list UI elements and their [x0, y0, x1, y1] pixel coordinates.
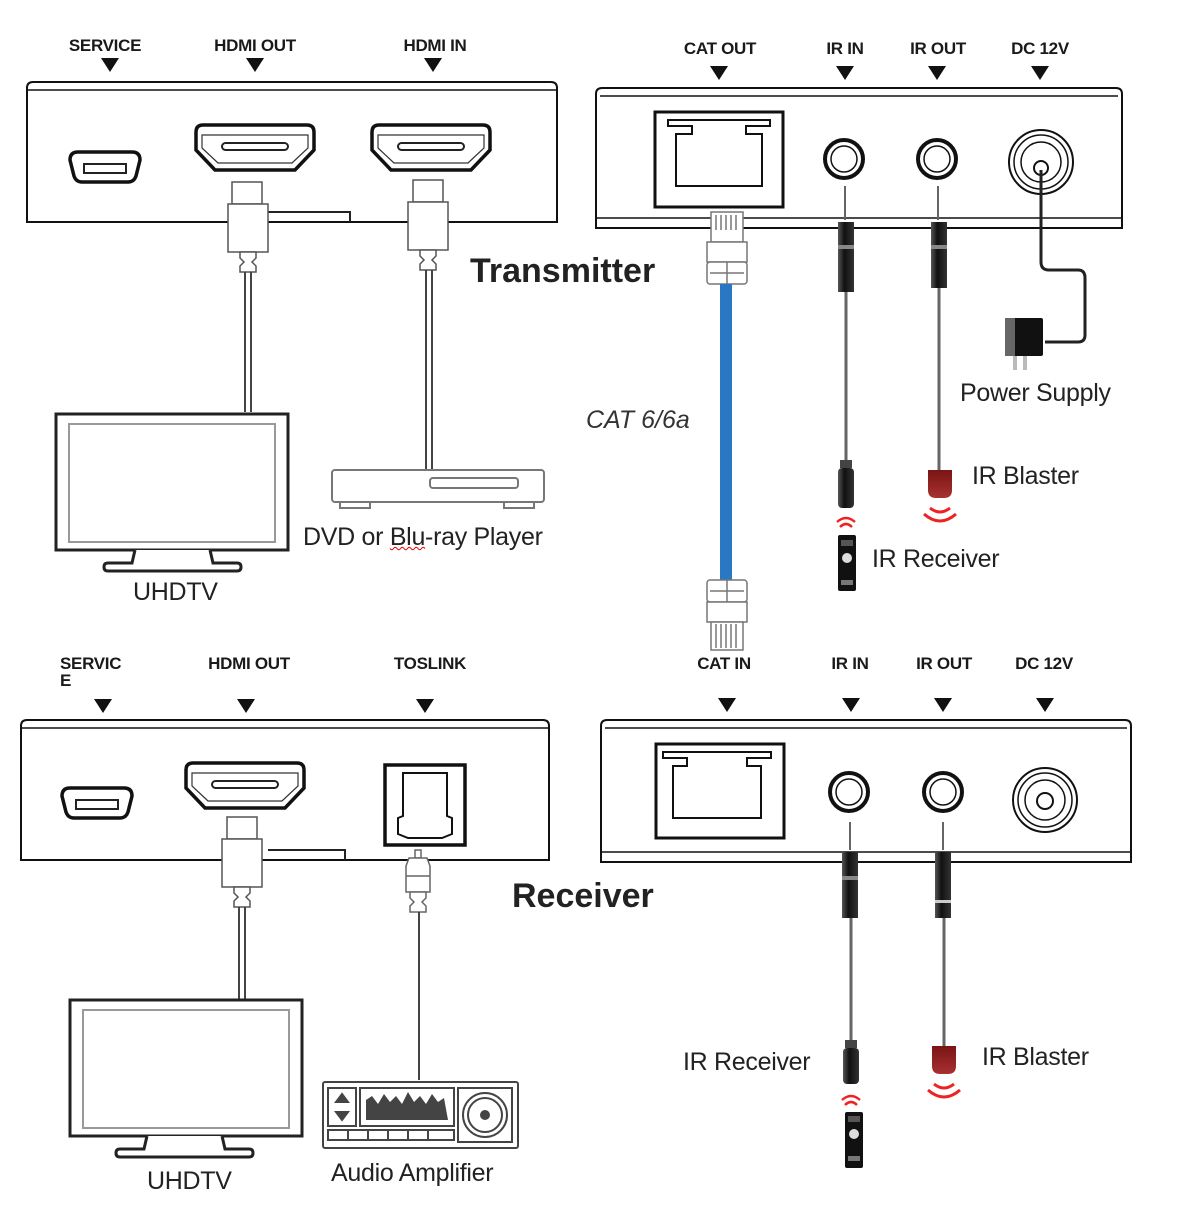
audio-amplifier-icon	[322, 1081, 519, 1149]
rx-tv-label: UHDTV	[147, 1167, 232, 1195]
tx-power-supply-label: Power Supply	[960, 379, 1111, 407]
tx-ir-blaster-label: IR Blaster	[972, 462, 1079, 490]
rx-port-label-toslink: TOSLINK	[393, 654, 467, 673]
audio-jack-icon	[916, 138, 958, 180]
ir-blaster-icon	[932, 1046, 956, 1074]
tx-port-label-service: SERVICE	[68, 36, 142, 55]
tx-port-label-ir-in: IR IN	[826, 39, 864, 58]
arrow-down-icon	[928, 66, 946, 80]
toslink-port-icon	[383, 763, 467, 847]
tv-icon	[68, 998, 304, 1159]
arrow-down-icon	[94, 699, 112, 713]
dc-jack-icon	[1012, 767, 1078, 833]
hdmi-cable-to-tv	[30, 181, 557, 412]
rj45-plug-icon	[706, 579, 748, 651]
power-cable	[1039, 170, 1087, 344]
tx-tv-label: UHDTV	[133, 578, 218, 606]
hdmi-port-icon	[194, 123, 316, 172]
remote-control-icon	[845, 1112, 863, 1168]
audio-jack-icon	[828, 771, 870, 813]
ir-out-cable	[931, 186, 947, 470]
player-label-prefix: DVD or	[303, 523, 390, 551]
arrow-down-icon	[101, 58, 119, 72]
rj45-port-icon	[654, 742, 786, 840]
blu-ray-player-icon	[331, 469, 545, 509]
ir-wave-icon	[836, 516, 856, 528]
rx-port-label-service-line1: SERVIC	[60, 654, 122, 673]
rx-port-label-cat-in: CAT IN	[697, 654, 751, 673]
rx-port-label-ir-in: IR IN	[831, 654, 869, 673]
audio-jack-icon	[823, 138, 865, 180]
tv-icon	[54, 412, 290, 573]
arrow-down-icon	[718, 698, 736, 712]
ir-out-cable	[935, 822, 951, 1046]
rx-ir-receiver-label: IR Receiver	[683, 1048, 811, 1076]
arrow-down-icon	[836, 66, 854, 80]
arrow-down-icon	[237, 699, 255, 713]
audio-jack-icon	[922, 771, 964, 813]
hdmi-cable-to-tv	[21, 816, 549, 1000]
power-adapter-icon	[1005, 318, 1043, 370]
arrow-down-icon	[842, 698, 860, 712]
micro-usb-port-icon	[68, 150, 142, 184]
rx-port-label-dc-12v: DC 12V	[1015, 654, 1073, 673]
arrow-down-icon	[1036, 698, 1054, 712]
tx-port-label-cat-out: CAT OUT	[683, 39, 757, 58]
rj45-plug-icon	[706, 211, 748, 285]
tx-player-label: DVD or Blu-ray Player	[303, 523, 543, 552]
arrow-down-icon	[416, 699, 434, 713]
ir-wave-icon	[927, 1082, 961, 1099]
tx-port-label-ir-out: IR OUT	[910, 39, 966, 58]
player-label-flagged-word: Blu	[389, 523, 426, 551]
arrow-down-icon	[934, 698, 952, 712]
arrow-down-icon	[424, 58, 442, 72]
ir-wave-icon	[923, 506, 957, 523]
ir-receiver-icon	[843, 1040, 859, 1084]
cat-cable	[720, 284, 732, 580]
ir-receiver-icon	[838, 460, 854, 508]
micro-usb-port-icon	[60, 786, 134, 820]
arrow-down-icon	[246, 58, 264, 72]
ir-in-cable	[842, 822, 858, 1040]
ir-blaster-icon	[928, 470, 952, 498]
rx-amplifier-label: Audio Amplifier	[331, 1159, 494, 1187]
rx-port-label-hdmi-out: HDMI OUT	[208, 654, 290, 673]
cat-cable-label: CAT 6/6a	[586, 406, 690, 434]
ir-in-cable	[838, 186, 854, 460]
player-label-suffix: -ray Player	[425, 523, 543, 551]
rj45-port-icon	[653, 110, 785, 209]
tx-port-label-hdmi-in: HDMI IN	[403, 36, 467, 55]
tx-port-label-hdmi-out: HDMI OUT	[214, 36, 296, 55]
receiver-title: Receiver	[512, 877, 654, 915]
rx-port-label-ir-out: IR OUT	[916, 654, 972, 673]
hdmi-cable-to-player	[407, 179, 449, 470]
rx-port-label-service-line2: E	[60, 671, 72, 690]
transmitter-title: Transmitter	[470, 252, 656, 290]
toslink-cable	[405, 849, 431, 1080]
hdmi-port-icon	[370, 123, 492, 172]
rx-ir-blaster-label: IR Blaster	[982, 1043, 1089, 1071]
hdmi-port-icon	[184, 761, 306, 810]
tx-ir-receiver-label: IR Receiver	[872, 545, 1000, 573]
arrow-down-icon	[1031, 66, 1049, 80]
tx-port-label-dc-12v: DC 12V	[1011, 39, 1069, 58]
ir-wave-icon	[841, 1094, 861, 1106]
arrow-down-icon	[710, 66, 728, 80]
rx-port-label-service: SERVIC E	[60, 655, 121, 689]
remote-control-icon	[838, 535, 856, 591]
